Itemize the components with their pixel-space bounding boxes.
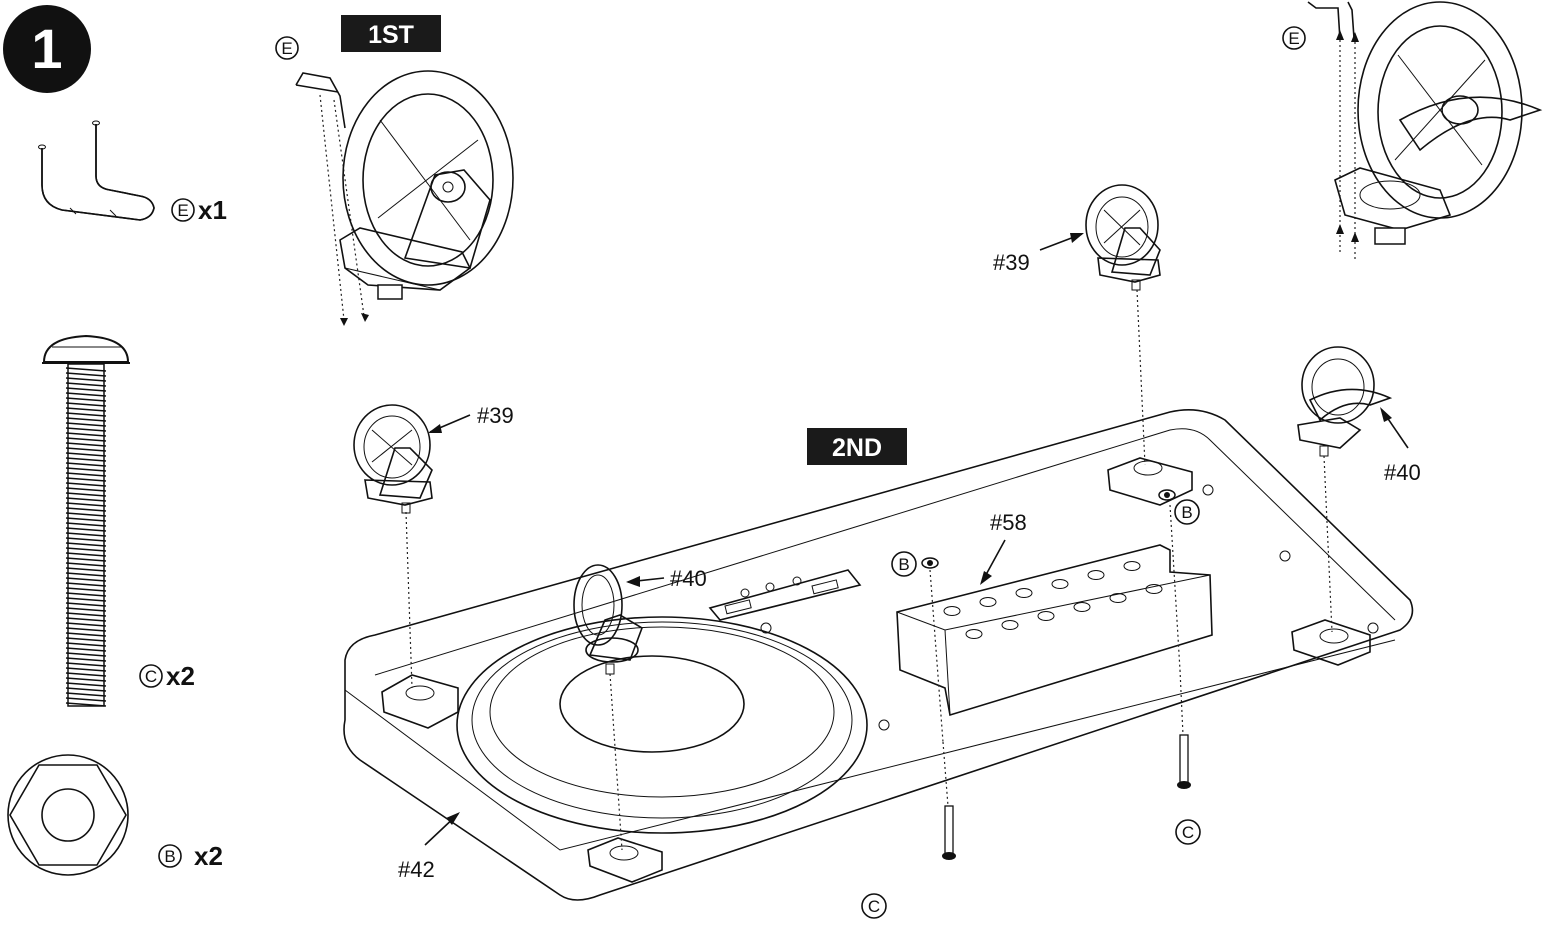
pin-letter: E — [177, 201, 188, 220]
callout-58-label: #58 — [990, 510, 1027, 535]
caster-detail-right: E — [1282, 1, 1543, 260]
banner-first: 1ST — [341, 15, 441, 52]
nut-letter: B — [164, 847, 175, 866]
nut-on-bracket-icon — [1158, 489, 1176, 501]
base-plate — [343, 409, 1414, 901]
part-bolt-icon — [42, 334, 130, 707]
caster-39-right — [1085, 184, 1161, 291]
callout-42-label: #42 — [398, 857, 435, 882]
b-tray-letter: B — [898, 555, 909, 574]
bolt-label: C x2 — [139, 661, 195, 691]
nut-on-tray-icon — [921, 557, 939, 569]
step-badge: 1 — [3, 5, 91, 93]
tray — [896, 544, 1213, 717]
label-c-bolt-2: C — [1175, 819, 1201, 845]
nut-label: B x2 — [158, 841, 223, 871]
callout-42: #42 — [398, 812, 460, 882]
pin-label: E x1 — [171, 195, 227, 225]
part-nut-icon — [7, 754, 129, 876]
caster-40-right — [1297, 346, 1393, 457]
banner-first-label: 1ST — [368, 21, 414, 49]
c-bolt1-letter: C — [868, 897, 880, 916]
b-bracket-letter: B — [1181, 503, 1192, 522]
bolt-under-base-1 — [942, 805, 956, 860]
callout-39-right-label: #39 — [993, 250, 1030, 275]
pin-qty: x1 — [198, 195, 227, 225]
label-c-bolt-1: C — [861, 893, 887, 919]
callout-40-right-label: #40 — [1384, 460, 1421, 485]
callout-58: #58 — [980, 510, 1027, 585]
callout-39-left: #39 — [428, 403, 514, 433]
bolt-letter: C — [145, 667, 157, 686]
e-left-letter: E — [281, 39, 292, 58]
bolt-qty: x2 — [166, 661, 195, 691]
caster-39-left — [353, 404, 433, 514]
caster-40-front — [573, 564, 643, 675]
label-b-tray: B — [891, 551, 917, 577]
callout-40-front: #40 — [626, 566, 707, 591]
banner-second-label: 2ND — [832, 434, 882, 462]
part-pin-icon — [38, 120, 155, 221]
c-bolt2-letter: C — [1182, 823, 1194, 842]
label-b-bracket: B — [1174, 499, 1200, 525]
callout-39-left-label: #39 — [477, 403, 514, 428]
bolt-under-base-2 — [1177, 734, 1191, 789]
step-number: 1 — [31, 17, 62, 80]
banner-second: 2ND — [807, 428, 907, 465]
nut-qty: x2 — [194, 841, 223, 871]
e-right-letter: E — [1288, 29, 1299, 48]
callout-40-right: #40 — [1380, 407, 1421, 485]
caster-detail-first: E — [275, 36, 514, 326]
callout-40-front-label: #40 — [670, 566, 707, 591]
callout-39-right: #39 — [993, 233, 1084, 275]
